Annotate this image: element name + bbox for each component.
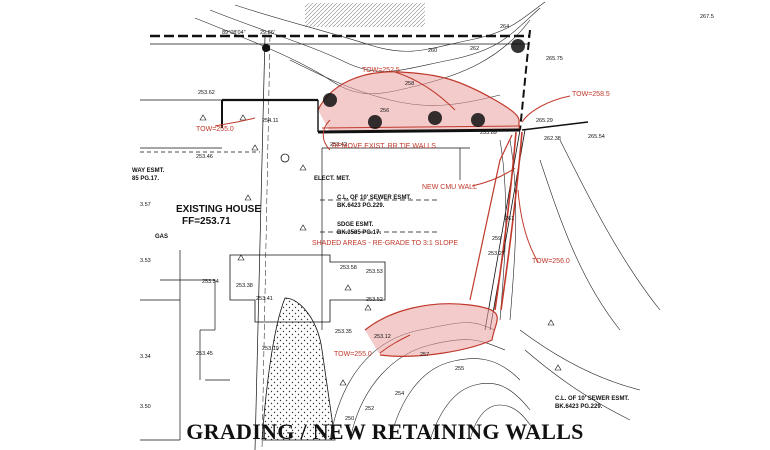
tow-annotation-bottom: TOW=255.0 — [334, 351, 372, 358]
contour-number: 254 — [395, 391, 404, 397]
elevation-label: 253.52 — [366, 297, 383, 303]
elevation-label: 265.29 — [536, 118, 553, 124]
elevation-label: 267.5 — [700, 14, 714, 20]
bearing-label: 89°08'04" — [222, 30, 246, 36]
tree-markers — [262, 39, 525, 129]
contour-number: 256 — [380, 108, 389, 114]
distance-label: 29.86' — [260, 30, 275, 36]
gas-label: GAS — [155, 234, 168, 240]
contour-number: 255 — [455, 366, 464, 372]
tree-marker — [511, 39, 525, 53]
elevation-label: 262.38 — [544, 136, 561, 142]
finished-floor-label: FF=253.71 — [182, 216, 231, 227]
sewer-easement-book-2: BK.6423 PG.229. — [555, 404, 603, 410]
elevation-label: 253.89 — [480, 130, 497, 136]
elevation-label: 253.42 — [330, 142, 347, 148]
retaining-wall-top — [221, 98, 521, 134]
contour-number: 257 — [420, 352, 429, 358]
elevation-label: 3.34 — [140, 354, 151, 360]
tow-annotation-right: TOW=258.5 — [572, 91, 610, 98]
drawing-caption: GRADING / NEW RETAINING WALLS — [186, 419, 584, 444]
tree-marker — [262, 44, 270, 52]
way-easement-book: 85 PG.17. — [132, 176, 159, 182]
elevation-label: 253.54 — [202, 279, 219, 285]
sewer-easement-book: BK.6423 PG.229. — [337, 203, 385, 209]
new-cmu-wall — [494, 131, 523, 311]
tree-marker — [368, 115, 382, 129]
remove-walls-annotation: REMOVE EXIST. RR TIE WALLS — [332, 143, 436, 150]
redline-arrows — [214, 71, 571, 354]
elevation-label: 253.53 — [366, 269, 383, 275]
new-wall-annotation: NEW CMU WALL — [422, 184, 477, 191]
contour-number: 262 — [470, 46, 479, 52]
elevation-label: 253.45 — [196, 351, 213, 357]
contour-number: 261 — [505, 216, 514, 222]
existing-house-label: EXISTING HOUSE — [176, 204, 261, 215]
elevation-label: 253.27 — [488, 251, 505, 257]
elevation-label: 253.58 — [340, 265, 357, 271]
elevation-label: 253.35 — [335, 329, 352, 335]
way-easement-label: WAY ESMT. — [132, 168, 165, 174]
sewer-easement-label-2: C.L. OF 10' SEWER ESMT. — [555, 396, 629, 402]
gravel-area — [261, 297, 336, 441]
elevation-label: 253.46 — [196, 154, 213, 160]
elevation-label: 253.62 — [198, 90, 215, 96]
elevation-label: 253.19 — [262, 346, 279, 352]
survey-markers — [199, 114, 562, 386]
redline-outlines — [317, 71, 521, 357]
tree-marker — [471, 113, 485, 127]
elevation-label: 253.41 — [256, 296, 273, 302]
elevation-label: 3.50 — [140, 404, 151, 410]
elevation-label: 265.75 — [546, 56, 563, 62]
contour-number: 264 — [500, 24, 509, 30]
patio-outline — [229, 199, 440, 323]
tow-annotation-right-low: TOW=256.0 — [532, 258, 570, 265]
elevation-label: 253.38 — [236, 283, 253, 289]
tow-annotation-left: TOW=255.0 — [196, 126, 234, 133]
contour-number: 252 — [365, 406, 374, 412]
sdge-easement-label: SDGE ESMT. — [337, 222, 374, 228]
sdge-easement-book: BK.3585 PG.17. — [337, 230, 381, 236]
elevation-label: 265.54 — [588, 134, 605, 140]
contour-number: 260 — [428, 48, 437, 54]
tree-marker — [323, 93, 337, 107]
property-line-right — [484, 29, 589, 331]
tow-annotation-top: TOW=252.5 — [362, 67, 400, 74]
elevation-label: 3.57 — [140, 202, 151, 208]
contour-number: 250 — [345, 416, 354, 422]
electric-meter-symbol — [280, 153, 290, 163]
tree-marker — [428, 111, 442, 125]
left-site-lines — [140, 99, 470, 441]
elevation-label: 3.53 — [140, 258, 151, 264]
electric-meter-label: ELECT. MET. — [314, 176, 350, 182]
contour-lines — [194, 1, 661, 441]
shaded-areas-annotation: SHADED AREAS - RE-GRADE TO 3:1 SLOPE — [312, 240, 458, 247]
shaded-regrade-areas — [318, 71, 520, 357]
neighbor-hatch-area — [305, 3, 425, 27]
contour-number: 259 — [492, 236, 501, 242]
sewer-easement-label: C.L. OF 10' SEWER ESMT. — [337, 195, 411, 201]
contour-number: 258 — [405, 81, 414, 87]
elevation-label: 254.11 — [262, 118, 278, 124]
elevation-label: 253.12 — [374, 334, 391, 340]
